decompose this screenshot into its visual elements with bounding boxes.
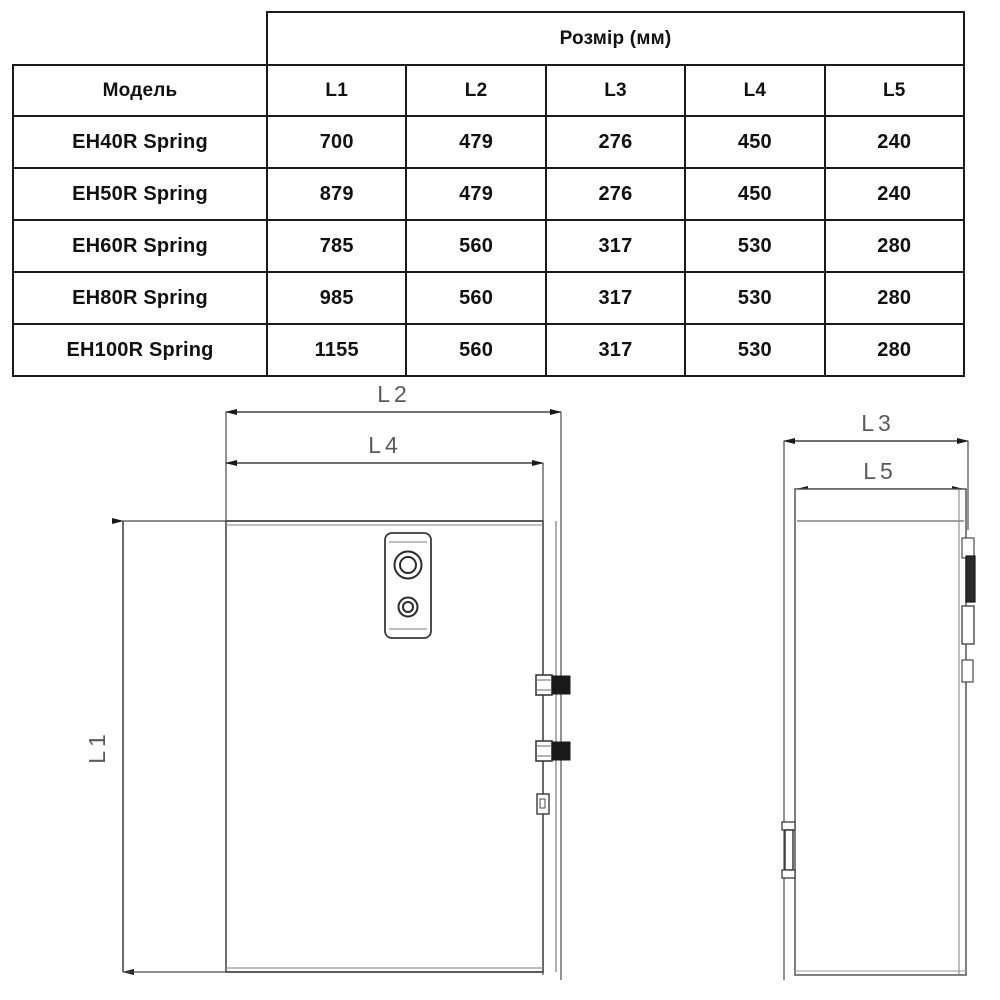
cell-l5: 280 bbox=[823, 219, 966, 273]
cell-l3: 317 bbox=[544, 323, 687, 377]
cell-l1: 700 bbox=[265, 115, 408, 169]
table-row: EH50R Spring 879 479 276 450 240 bbox=[12, 167, 966, 221]
cell-model: EH60R Spring bbox=[12, 219, 268, 273]
pipe-connector-lower bbox=[535, 740, 571, 762]
control-panel-housing bbox=[384, 532, 432, 639]
hinge-upper-right-bottom-cap bbox=[961, 659, 974, 683]
column-header-l1: L1 bbox=[265, 64, 408, 117]
pipe-connector-upper bbox=[535, 674, 571, 696]
technical-drawing-area: L2 L4 L1 bbox=[0, 370, 1000, 1000]
pipe-upper-collar bbox=[535, 674, 553, 696]
cell-l5: 240 bbox=[823, 167, 966, 221]
column-header-model: Модель bbox=[12, 64, 268, 117]
cell-l1: 785 bbox=[265, 219, 408, 273]
column-header-l5: L5 bbox=[823, 64, 966, 117]
cell-l3: 317 bbox=[544, 219, 687, 273]
hinge-lower-left-body bbox=[784, 829, 794, 871]
cell-l3: 276 bbox=[544, 167, 687, 221]
cell-model: EH50R Spring bbox=[12, 167, 268, 221]
cell-l4: 450 bbox=[684, 115, 826, 169]
cell-l3: 317 bbox=[544, 271, 687, 325]
table-row: EH100R Spring 1155 560 317 530 280 bbox=[12, 323, 966, 377]
table-group-header-row: Розмір (мм) bbox=[13, 11, 965, 66]
dimension-l2: L2 bbox=[225, 381, 562, 980]
table-row: EH60R Spring 785 560 317 530 280 bbox=[12, 219, 966, 273]
hinge-upper-right-pin bbox=[965, 555, 976, 603]
column-header-l4: L4 bbox=[684, 64, 826, 117]
dimension-label-l5: L5 bbox=[863, 458, 897, 484]
cell-l1: 1155 bbox=[265, 323, 408, 377]
dimensions-table: Розмір (мм) Модель L1 L2 L3 L4 L5 EH40R … bbox=[12, 11, 966, 377]
cell-l5: 280 bbox=[823, 271, 966, 325]
hinge-lower-left-bottom-cap bbox=[781, 869, 796, 879]
cell-l1: 879 bbox=[265, 167, 408, 221]
cell-l4: 530 bbox=[684, 219, 826, 273]
column-header-l3: L3 bbox=[544, 64, 687, 117]
cell-l4: 450 bbox=[684, 167, 826, 221]
front-view-bracket bbox=[536, 793, 550, 815]
dimension-label-l3: L3 bbox=[861, 410, 895, 436]
table-group-header-size: Розмір (мм) bbox=[266, 11, 965, 66]
pipe-lower-nut bbox=[551, 741, 571, 761]
drawing-svg: L2 L4 L1 bbox=[84, 381, 976, 980]
dimension-l3: L3 bbox=[783, 410, 969, 980]
cell-l2: 560 bbox=[405, 323, 547, 377]
hinge-lower-left-top-cap bbox=[781, 821, 796, 831]
side-hinge-upper-right bbox=[961, 537, 976, 683]
dimension-label-l1: L1 bbox=[84, 730, 110, 764]
cell-l2: 560 bbox=[405, 219, 547, 273]
cell-l5: 240 bbox=[823, 115, 966, 169]
dimension-l1: L1 bbox=[84, 518, 226, 975]
control-knob-large-inner[interactable] bbox=[399, 556, 417, 574]
dimension-label-l2: L2 bbox=[377, 381, 411, 407]
column-header-l2: L2 bbox=[405, 64, 547, 117]
hinge-upper-right-body bbox=[961, 605, 975, 645]
cell-l4: 530 bbox=[684, 323, 826, 377]
pipe-lower-collar bbox=[535, 740, 553, 762]
cell-model: EH100R Spring bbox=[12, 323, 268, 377]
cell-l2: 479 bbox=[405, 167, 547, 221]
side-view-group: L3 L5 bbox=[781, 410, 976, 980]
dimension-label-l4: L4 bbox=[368, 432, 402, 458]
front-view-group: L2 L4 L1 bbox=[84, 381, 571, 980]
cell-model: EH40R Spring bbox=[12, 115, 268, 169]
table-row: EH40R Spring 700 479 276 450 240 bbox=[12, 115, 966, 169]
cell-l4: 530 bbox=[684, 271, 826, 325]
cell-l3: 276 bbox=[544, 115, 687, 169]
table-corner-blank bbox=[13, 12, 267, 65]
hinge-upper-right-top-cap bbox=[961, 537, 975, 559]
cell-l1: 985 bbox=[265, 271, 408, 325]
control-panel[interactable] bbox=[384, 532, 432, 639]
side-hinge-lower-left bbox=[781, 821, 796, 879]
control-knob-small-inner[interactable] bbox=[402, 601, 414, 613]
bracket-slot bbox=[539, 798, 546, 809]
cell-l2: 479 bbox=[405, 115, 547, 169]
cell-model: EH80R Spring bbox=[12, 271, 268, 325]
side-view-body bbox=[794, 488, 967, 976]
cell-l2: 560 bbox=[405, 271, 547, 325]
table-row: EH80R Spring 985 560 317 530 280 bbox=[12, 271, 966, 325]
table-header-row: Модель L1 L2 L3 L4 L5 bbox=[12, 64, 966, 117]
cell-l5: 280 bbox=[823, 323, 966, 377]
pipe-upper-nut bbox=[551, 675, 571, 695]
dimension-l5: L5 bbox=[796, 458, 964, 492]
